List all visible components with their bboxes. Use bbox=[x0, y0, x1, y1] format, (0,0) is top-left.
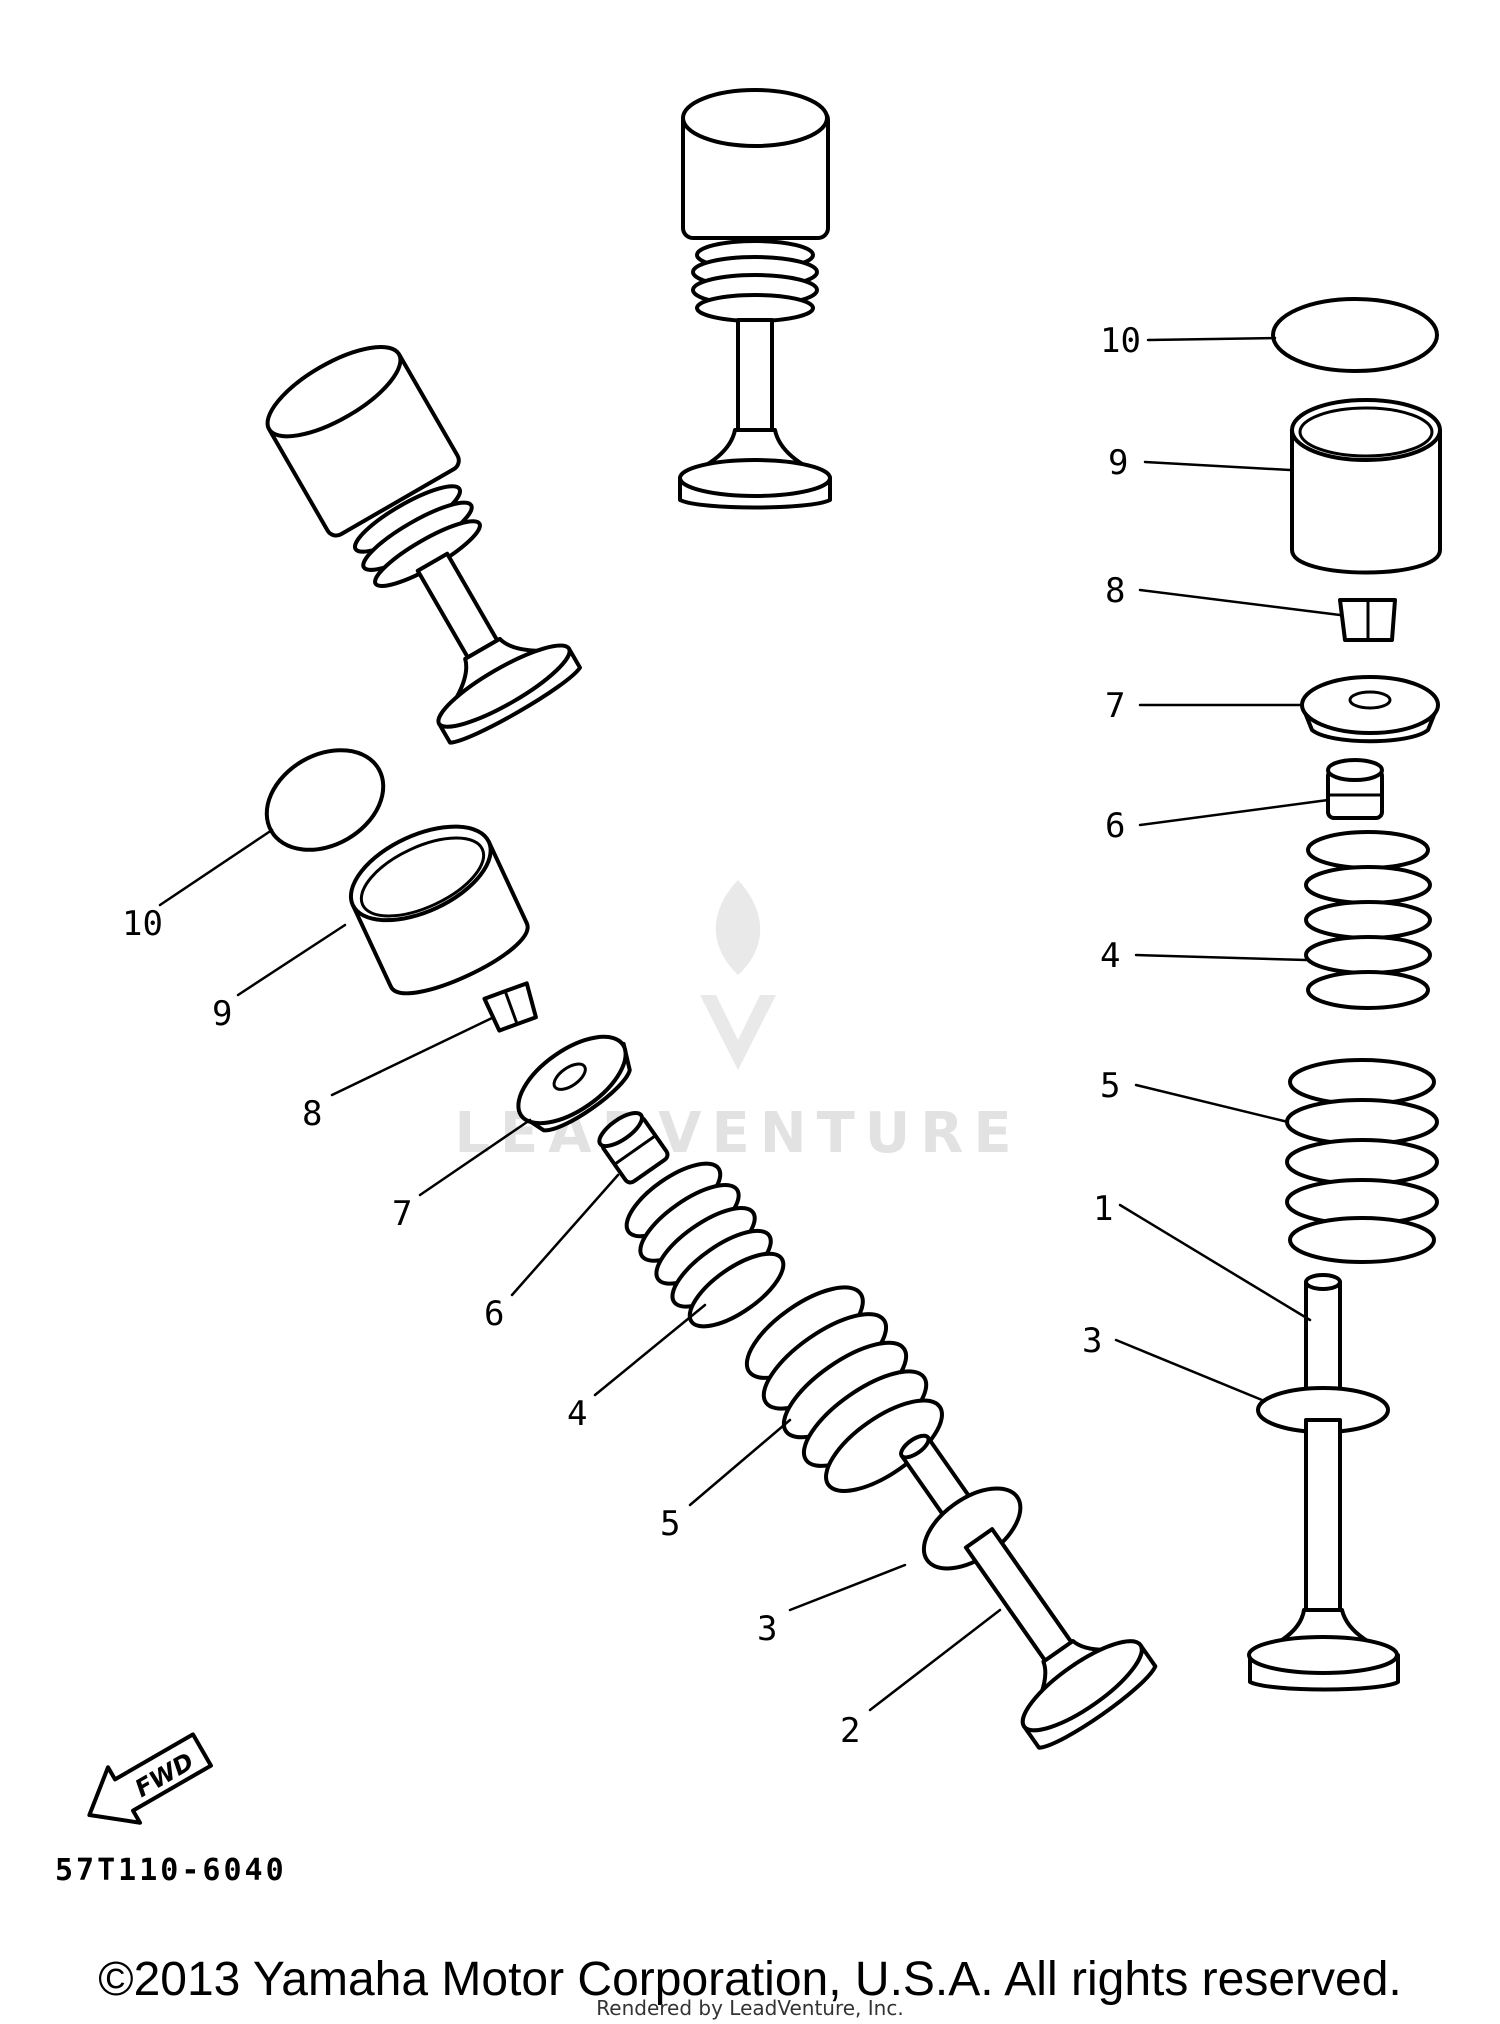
inner-spring-left bbox=[624, 1161, 786, 1329]
callout-washer-right: 3 bbox=[1082, 1321, 1102, 1361]
callout-cotter-left: 8 bbox=[302, 1094, 322, 1134]
outer-spring-left bbox=[744, 1285, 944, 1493]
callout-shim-left: 10 bbox=[122, 904, 163, 944]
part-code: 57T110-6040 bbox=[55, 1853, 287, 1888]
copyright-notice: ©2013 Yamaha Motor Corporation, U.S.A. A… bbox=[98, 1953, 1402, 2006]
v-logo-icon bbox=[700, 995, 776, 1070]
flame-logo-icon bbox=[715, 880, 761, 975]
retainer-right bbox=[1300, 675, 1440, 744]
lifter-left bbox=[348, 824, 530, 996]
callout-seal-left: 6 bbox=[484, 1294, 504, 1334]
callout-valve-left: 2 bbox=[840, 1711, 860, 1751]
assembled-valve-top bbox=[678, 88, 832, 510]
cotter-left bbox=[482, 981, 538, 1033]
left-exploded-stack bbox=[264, 748, 1158, 1750]
right-exploded-stack bbox=[1247, 297, 1442, 1692]
fwd-arrow-icon: FWD bbox=[87, 1732, 213, 1825]
left-callouts: 10 9 8 7 6 4 5 3 2 bbox=[122, 828, 1002, 1751]
callout-lifter-right: 9 bbox=[1108, 443, 1128, 483]
inner-spring-right bbox=[1304, 830, 1432, 1010]
callout-cotter-right: 8 bbox=[1105, 571, 1125, 611]
shim-right bbox=[1271, 297, 1439, 373]
right-callouts: 10 9 8 7 6 4 5 1 3 bbox=[1082, 321, 1342, 1402]
stem-seal-right bbox=[1326, 758, 1384, 820]
callout-outer-spring-left: 5 bbox=[660, 1504, 680, 1544]
callout-outer-spring-right: 5 bbox=[1100, 1066, 1120, 1106]
lifter-right bbox=[1290, 398, 1442, 575]
cotter-right bbox=[1338, 598, 1397, 642]
stem-seal-left bbox=[597, 1111, 670, 1185]
retainer-left bbox=[516, 1034, 632, 1133]
callout-lifter-left: 9 bbox=[212, 994, 232, 1034]
callout-shim-right: 10 bbox=[1100, 321, 1141, 361]
callout-retainer-left: 7 bbox=[392, 1194, 412, 1234]
callout-retainer-right: 7 bbox=[1105, 686, 1125, 726]
callout-washer-left: 3 bbox=[757, 1609, 777, 1649]
shim-left bbox=[264, 748, 386, 852]
valve-right bbox=[1247, 1273, 1400, 1692]
callout-valve-right: 1 bbox=[1093, 1189, 1113, 1229]
valve-left bbox=[899, 1433, 1158, 1750]
callout-inner-spring-right: 4 bbox=[1100, 936, 1120, 976]
assembled-valve-left bbox=[265, 345, 582, 745]
callout-inner-spring-left: 4 bbox=[567, 1394, 587, 1434]
rendered-by-note: Rendered by LeadVenture, Inc. bbox=[596, 1996, 904, 2020]
callout-seal-right: 6 bbox=[1105, 806, 1125, 846]
outer-spring-right bbox=[1285, 1058, 1439, 1264]
